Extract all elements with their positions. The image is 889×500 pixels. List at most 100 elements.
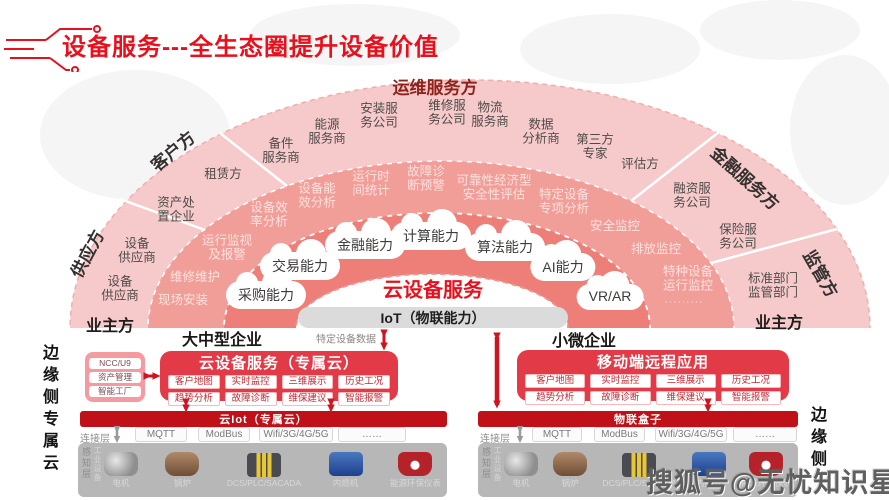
arc-capability: 维修维护: [169, 269, 221, 284]
device-label: 电机: [112, 478, 130, 488]
protocol-pill: MQTT: [135, 427, 187, 442]
arc-capability: 特定设备 专项分析: [538, 187, 590, 216]
arc-item: 保险服 务公司: [719, 222, 757, 251]
boiler-icon: [165, 452, 200, 476]
protocol-pill: ……: [338, 427, 406, 442]
device: 能源环保仪表: [390, 452, 441, 489]
function-pill: 故障诊断: [590, 391, 651, 405]
device-row: 电机 锅炉 DCS/PLC/SACADA 内燃机 能源环保仪表: [104, 446, 441, 495]
sector-label-operations: 运维服务方: [392, 78, 478, 98]
cloud-vr-ar: VR/AR: [576, 271, 644, 310]
function-pill: 趋势分析: [525, 391, 586, 405]
cloud-procurement: 采购能力: [226, 268, 306, 309]
motor-icon: [104, 452, 138, 476]
arc-item: 租赁方: [204, 166, 242, 181]
box-title: 云设备服务（专属云）: [198, 355, 359, 372]
device-label: 能源环保仪表: [389, 478, 441, 488]
cloud-device-service-title: 云设备服务: [383, 279, 483, 302]
page-title: 设备服务---全生态圈提升设备价值: [62, 34, 439, 61]
cloud-label: VR/AR: [588, 288, 632, 304]
function-pill: 维保建议: [281, 392, 334, 406]
protocol-pill: Wifi/3G/4G/5G: [655, 427, 727, 442]
arc-capability: 故障诊 断预警: [407, 164, 445, 193]
map-background-blob: [790, 55, 889, 205]
function-pill: 智能报警: [338, 392, 390, 406]
boiler-icon: [553, 452, 588, 476]
device-label: DCS/PLC/SACADA: [602, 478, 677, 488]
dcs-cabinet-icon: [622, 453, 657, 477]
arc-item: 评估方: [621, 156, 659, 171]
map-background-blob: [700, 0, 860, 60]
cloud-label: 计算能力: [403, 228, 459, 244]
engine-icon: [328, 452, 363, 476]
perception-layer-box: 电机 锅炉 DCS/PLC/SACADA 内燃机 能源环保仪表: [78, 443, 447, 497]
function-pills: 客户地图 实时监控 三维展示 历史工况 趋势分析 故障诊断 维保建议 智能报警: [168, 375, 390, 406]
mobile-remote-app-box: 移动端远程应用 客户地图 实时监控 三维展示 历史工况 趋势分析 故障诊断 维保…: [517, 350, 789, 405]
edge-side-vlabel: 边缘侧: [808, 406, 825, 472]
function-pill: 历史工况: [720, 374, 781, 388]
arc-capability: 安全监控: [589, 218, 641, 233]
cloud-trading: 交易能力: [260, 239, 340, 280]
device: 能源环保仪表: [741, 452, 792, 489]
owner-label-right: 业主方: [754, 315, 804, 332]
erp-item: 资产管理: [89, 371, 141, 383]
arc-item: 设备 供应商: [101, 274, 139, 303]
function-pill: 趋势分析: [168, 392, 220, 406]
device: 电机: [104, 452, 138, 489]
device: 内燃机: [328, 452, 363, 489]
protocol-pill: ModBus: [198, 427, 250, 442]
device-label: 内燃机: [696, 478, 722, 488]
erp-item: 智能工厂: [89, 385, 141, 397]
arc-capability: 设备能 效分析: [298, 181, 336, 210]
arc-item: 融资服 务公司: [673, 181, 711, 210]
device: 锅炉: [553, 452, 588, 489]
device: 锅炉: [165, 452, 200, 489]
box-title: 移动端远程应用: [596, 354, 709, 371]
cloud-computing: 计算能力: [391, 209, 471, 250]
connection-layer-label: 连接层: [480, 434, 510, 445]
enterprise-title-small: 小微企业: [551, 333, 617, 350]
private-cloud-service-box: 云设备服务（专属云） 客户地图 实时监控 三维展示 历史工况 趋势分析 故障诊断…: [160, 351, 398, 406]
industrial-equipment-vlabel: 工业设备: [493, 446, 502, 482]
function-pill: 故障诊断: [224, 392, 277, 406]
cloud-label: 算法能力: [477, 239, 533, 255]
cloud-algorithm: 算法能力: [465, 220, 545, 261]
device: 内燃机: [691, 452, 726, 489]
arc-capability: 排放监控: [630, 241, 682, 256]
device-label: 锅炉: [173, 478, 191, 488]
motor-icon: [504, 452, 538, 476]
edge-private-cloud-vlabel: 边缘侧专属云: [40, 344, 57, 476]
cloud-label: 金融能力: [337, 237, 393, 253]
arc-item: 标准部门 监管部门: [747, 271, 799, 300]
enterprise-title-large: 大中型企业: [181, 332, 263, 349]
energy-meter-icon: [749, 452, 784, 476]
cloud-ai: AI能力: [530, 240, 596, 281]
map-background-blob: [250, 4, 460, 66]
device-row: 电机 锅炉 DCS/PLC/SACADA 内燃机 能源环保仪表: [504, 446, 792, 495]
arc-item: 维修服 务公司: [428, 98, 466, 127]
industrial-equipment-vlabel: 工业设备: [93, 446, 102, 482]
energy-meter-icon: [398, 452, 433, 476]
protocol-pill: ModBus: [594, 427, 645, 442]
arc-item: 备件 服务商: [262, 136, 300, 165]
iot-box-bar: 物联盒子: [478, 411, 798, 427]
device: 电机: [504, 452, 538, 489]
device: DCS/PLC/SACADA: [227, 453, 301, 488]
arc-item: 设备 供应商: [118, 236, 156, 265]
protocol-pill: Wifi/3G/4G/5G: [259, 427, 333, 442]
arc-capability-ellipsis: ·········: [664, 296, 704, 308]
device-label: 电机: [512, 478, 530, 488]
device-label: 能源环保仪表: [740, 478, 792, 488]
arc-capability: 设备效 率分析: [250, 200, 288, 229]
owner-label-left: 业主方: [85, 318, 135, 335]
protocol-pill: ……: [733, 427, 797, 442]
arc-item: 第三方 专家: [576, 132, 614, 161]
arc-capability: 运行监视 及报警: [201, 233, 253, 262]
function-pill: 维保建议: [655, 391, 716, 405]
function-pill: 智能报警: [720, 391, 781, 405]
function-pill: 客户地图: [168, 375, 220, 389]
engine-icon: [691, 452, 726, 476]
erp-item: NCC/U9: [89, 357, 141, 369]
specific-device-data-note: 特定设备数据: [316, 334, 376, 346]
